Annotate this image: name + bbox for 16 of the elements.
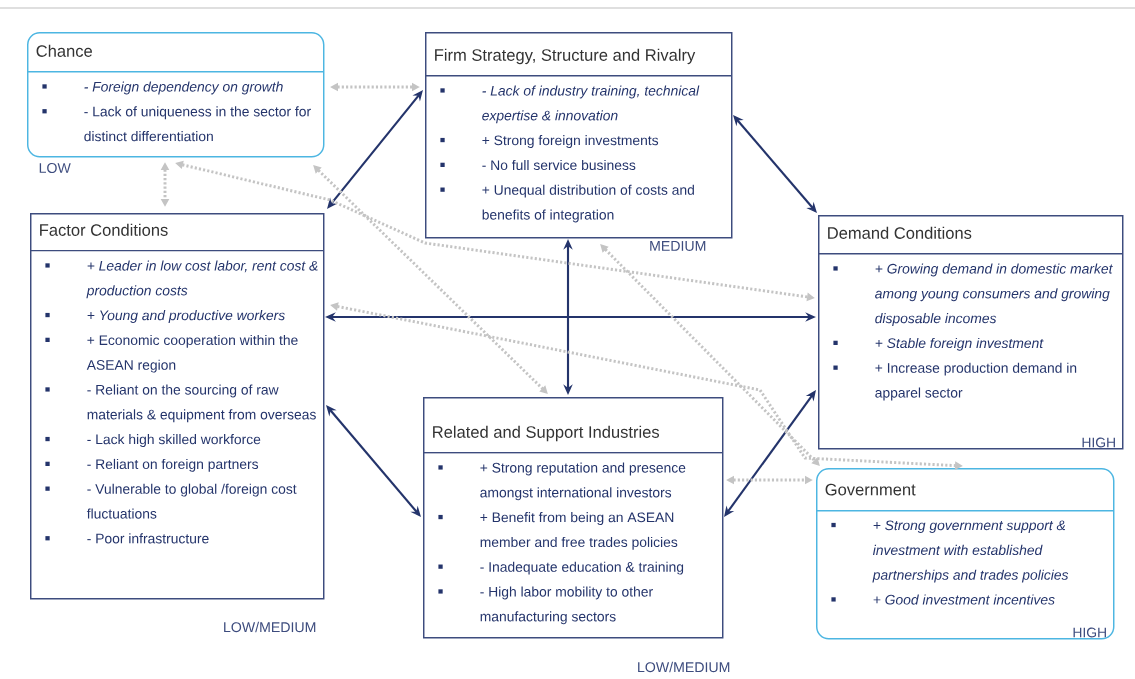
arrow [733,115,817,213]
rating-label: LOW/MEDIUM [638,661,730,673]
factor-box: Demand Conditions + Growing demand in domestic market among young consumers and growing disposable incomes + Stable foreign investment + Increase production demand in apparel sector HIGH [818,215,1124,450]
arrow [724,390,816,517]
arrow [600,244,820,466]
rating-label: LOW [39,163,71,173]
factor-box: Factor Conditions + Leader in low cost labor, rent cost & production costs + Young and productive workers + Economic cooperation within the ASEAN region - Reliant on the sourcing of raw materials & equipment from overseas - Lack high skilled workforce - Reliant on foreign partners - Vulnerable to global /foreign cost fluctuations - Poor infrastructure [30,213,325,600]
factor-box: Firm Strategy, Structure and Rivalry - Lack of industry training, technical expertise & innovation + Strong foreign investments - No full service business + Unequal distribution of costs and benefits of integration [425,32,733,239]
factor-box: Related and Support Industries + Strong reputation and presence amongst international investors + Benefit from being an ASEAN member and free trades policies - Inadequate education & training - High labor mobility to other manufacturing sectors [423,397,724,639]
arrow [327,90,423,209]
rating-label: LOW/MEDIUM [224,621,316,633]
factor-box: Government + Strong government support & investment with established partnerships and trades policies + Good investment incentives HIGH [816,468,1115,640]
factor-box: Chance - Foreign dependency on growth - Lack of uniqueness in the sector for distinct differentiation [27,32,325,158]
arrow [326,405,421,517]
rating-label: MEDIUM [650,241,706,251]
arrow [313,165,548,394]
